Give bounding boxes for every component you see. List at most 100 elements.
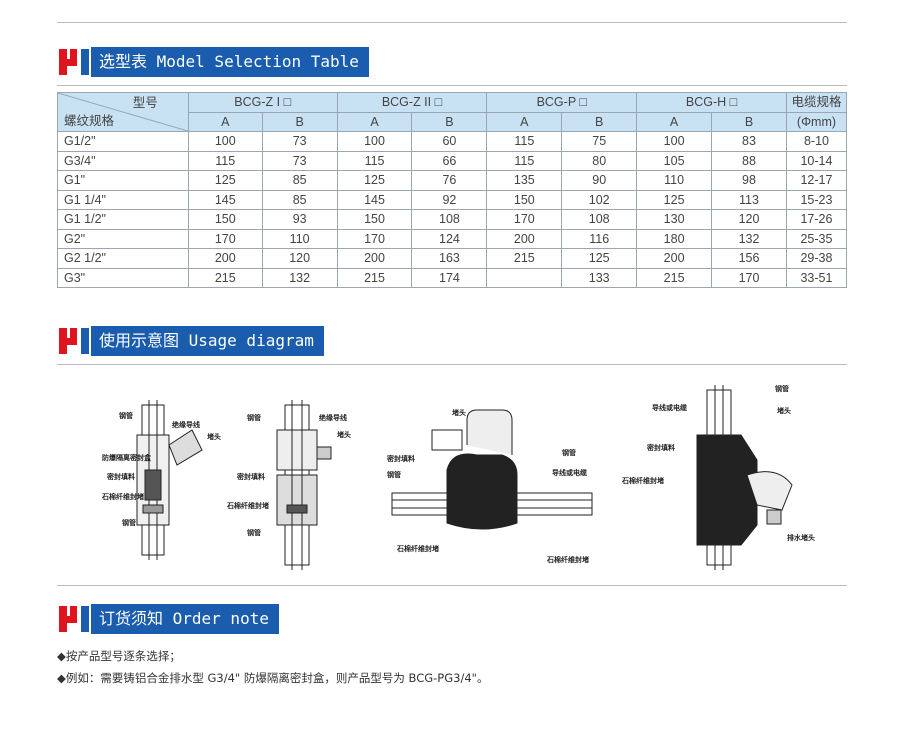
- diagram-label: 钢管: [247, 528, 261, 537]
- dimension-cell: 85: [261, 170, 338, 191]
- dimension-cell: 120: [711, 209, 787, 230]
- diagram-label: 排水堵头: [787, 533, 815, 542]
- thread-spec-cell: G1/2": [57, 131, 189, 152]
- brand-logo-icon: [57, 47, 91, 77]
- order-note-item: ◆按产品型号逐条选择；: [57, 649, 181, 663]
- dimension-cell: 108: [561, 209, 638, 230]
- dimension-cell: 215: [336, 267, 413, 288]
- section-header-usage: 使用示意图 Usage diagram: [57, 326, 324, 356]
- cable-spec-cell: 15-23: [785, 189, 848, 210]
- dimension-cell: 200: [636, 248, 713, 269]
- thread-spec-cell: G3/4": [57, 150, 189, 171]
- table-header-row: 型号 螺纹规格 BCG-Z I □ BCG-Z II □ BCG-P □ BCG…: [57, 92, 848, 132]
- dimension-cell: 100: [336, 131, 413, 152]
- section-divider: [57, 85, 847, 86]
- section-divider: [57, 364, 847, 365]
- thread-spec-cell: G1": [57, 170, 189, 191]
- subheader-cell: A: [187, 111, 263, 132]
- subheader-cell: B: [261, 111, 338, 132]
- diagram-label: 堵头: [452, 408, 466, 417]
- diagram-label: 堵头: [777, 406, 791, 415]
- section-header-order: 订货须知 Order note: [57, 604, 279, 634]
- diagram-label: 钢管: [387, 470, 401, 479]
- section-title: 选型表 Model Selection Table: [91, 47, 369, 77]
- dimension-cell: 73: [261, 150, 338, 171]
- diagram-label: 钢管: [122, 518, 136, 527]
- dimension-cell: 80: [561, 150, 638, 171]
- diagram-label: 绝缘导线: [319, 413, 347, 422]
- dimension-cell: 83: [711, 131, 787, 152]
- dimension-cell: 163: [411, 248, 488, 269]
- diagram-label: 石棉纤维封堵: [621, 476, 664, 485]
- diagram-label: 钢管: [119, 411, 133, 420]
- diagram-label: 防爆隔离密封盒: [102, 453, 152, 462]
- dimension-cell: 73: [261, 131, 338, 152]
- thread-spec-cell: G1 1/2": [57, 209, 189, 230]
- dimension-cell: 125: [636, 189, 713, 210]
- dimension-cell: 132: [711, 228, 787, 249]
- order-note-item: ◆例如：需要铸铝合金排水型 G3/4" 防爆隔离密封盒，则产品型号为 BCG-P…: [57, 671, 489, 685]
- dimension-cell: 150: [486, 189, 563, 210]
- dimension-cell: 100: [187, 131, 263, 152]
- dimension-cell: 98: [711, 170, 787, 191]
- cable-spec-cell: 12-17: [785, 170, 848, 191]
- corner-model-label: 型号: [132, 96, 158, 110]
- section-divider: [57, 585, 847, 586]
- diagram-label: 导线或电缆: [652, 403, 687, 412]
- dimension-cell: 132: [261, 267, 338, 288]
- model-selection-table: 型号 螺纹规格 BCG-Z I □ BCG-Z II □ BCG-P □ BCG…: [57, 92, 848, 288]
- dimension-cell: 93: [261, 209, 338, 230]
- dimension-cell: 66: [411, 150, 488, 171]
- dimension-cell: 88: [711, 150, 787, 171]
- subheader-cell: A: [486, 111, 563, 132]
- dimension-cell: 125: [561, 248, 638, 269]
- dimension-cell: 115: [486, 150, 563, 171]
- cable-spec-cell: 17-26: [785, 209, 848, 230]
- cable-spec-header: 电缆规格: [785, 92, 848, 113]
- cable-spec-cell: 29-38: [785, 248, 848, 269]
- diagram-label: 钢管: [562, 448, 576, 457]
- order-notes: ◆按产品型号逐条选择； ◆例如：需要铸铝合金排水型 G3/4" 防爆隔离密封盒，…: [57, 645, 488, 689]
- dimension-cell: 150: [336, 209, 413, 230]
- table-subheader-row: A B A B A B A B (Φmm): [58, 111, 848, 132]
- thread-spec-cell: G3": [57, 267, 189, 288]
- dimension-cell: 113: [711, 189, 787, 210]
- diagram-label: 密封填料: [647, 443, 675, 452]
- dimension-cell: 180: [636, 228, 713, 249]
- dimension-cell: 115: [187, 150, 263, 171]
- dimension-cell: [486, 267, 563, 288]
- top-divider: [57, 22, 847, 23]
- brand-logo-icon: [57, 604, 91, 634]
- dimension-cell: 110: [636, 170, 713, 191]
- diagram-label: 石棉纤维封堵: [546, 555, 589, 564]
- dimension-cell: 124: [411, 228, 488, 249]
- dimension-cell: 170: [486, 209, 563, 230]
- dimension-cell: 125: [336, 170, 413, 191]
- subheader-cell: B: [561, 111, 638, 132]
- dimension-cell: 135: [486, 170, 563, 191]
- diagram-label: 石棉纤维封堵: [227, 501, 269, 510]
- brand-logo-icon: [57, 326, 91, 356]
- dimension-cell: 215: [187, 267, 263, 288]
- dimension-cell: 200: [336, 248, 413, 269]
- dimension-cell: 105: [636, 150, 713, 171]
- section-title: 订货须知 Order note: [91, 604, 279, 634]
- diagram-horizontal-type: 堵头 钢管 密封填料 导线或电缆 钢管 石棉纤维封堵 石棉纤维封堵: [387, 408, 593, 564]
- dimension-cell: 116: [561, 228, 638, 249]
- dimension-cell: 215: [486, 248, 563, 269]
- subheader-cell: A: [636, 111, 713, 132]
- diagram-label: 密封填料: [237, 472, 265, 481]
- dimension-cell: 200: [187, 248, 263, 269]
- diagram-label: 钢管: [247, 413, 261, 422]
- dimension-cell: 170: [336, 228, 413, 249]
- diagram-vertical-type2: 钢管 绝缘导线 堵头 密封填料 石棉纤维封堵 钢管: [227, 400, 351, 570]
- cable-unit-header: (Φmm): [785, 111, 848, 132]
- section-header-selection: 选型表 Model Selection Table: [57, 47, 369, 77]
- diagram-vertical-type1: 钢管 绝缘导线 堵头 防爆隔离密封盒 密封填料 石棉纤维封堵 钢管: [101, 400, 221, 560]
